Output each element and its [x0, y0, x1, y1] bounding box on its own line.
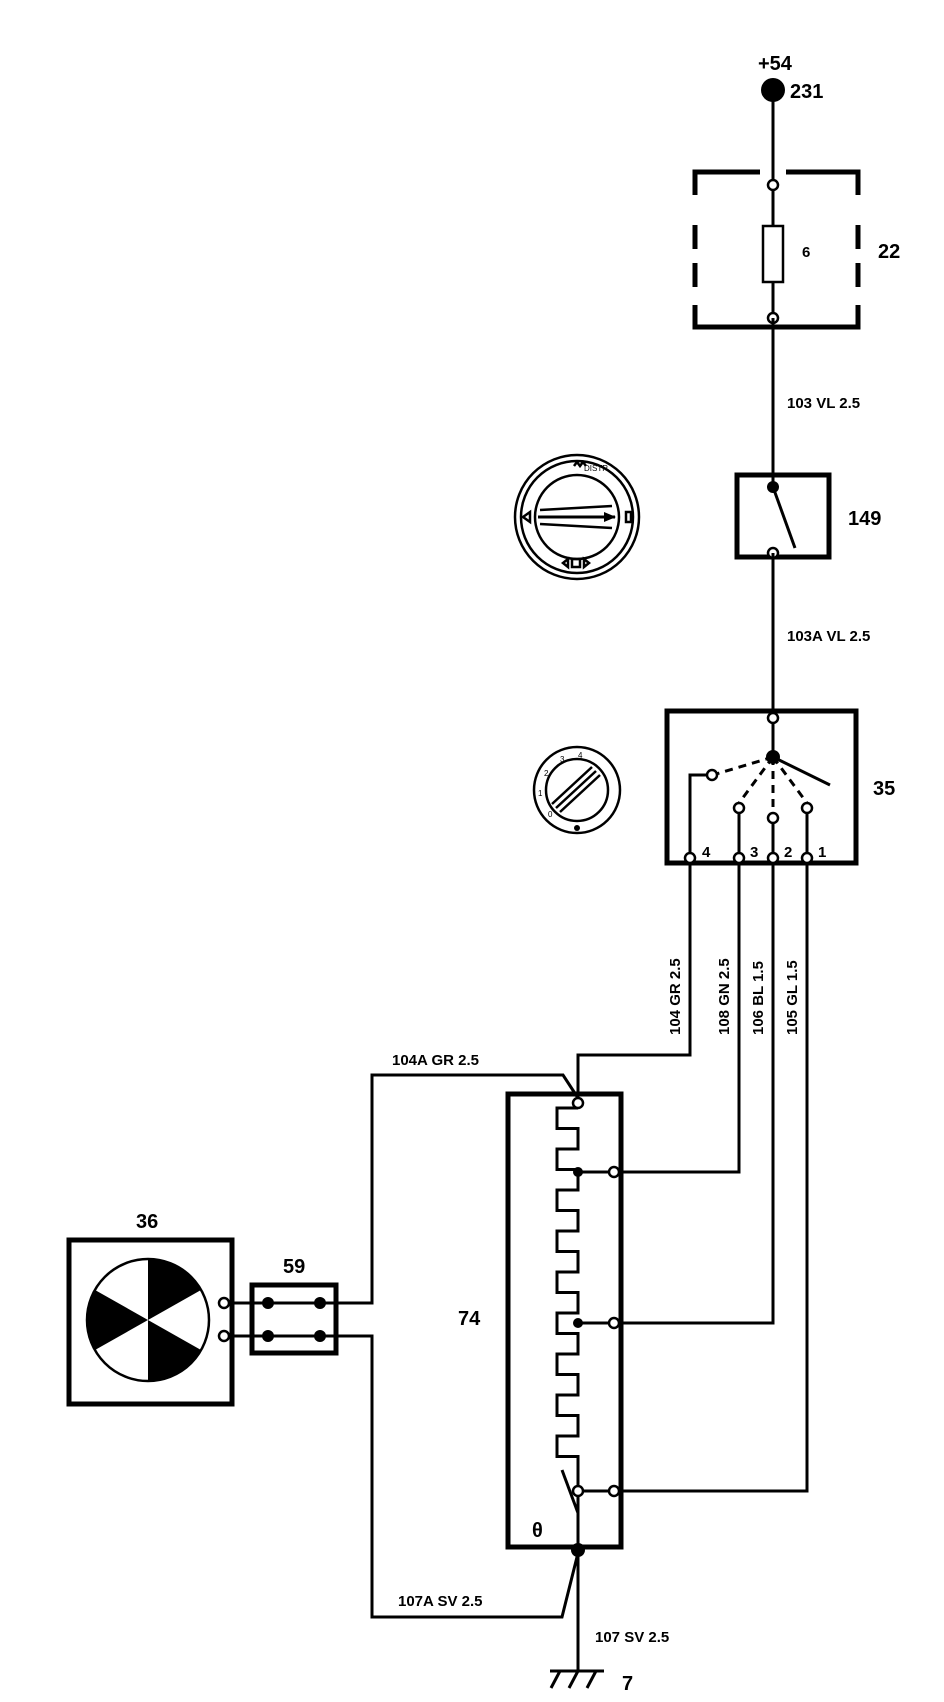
wire-103-label: 103 VL 2.5	[787, 395, 860, 412]
connector-59: 59	[229, 1256, 339, 1356]
fuse-box-label: 22	[878, 241, 900, 263]
wire-107a-label: 107A SV 2.5	[398, 1593, 483, 1610]
fan-motor-label: 36	[136, 1211, 158, 1233]
fuse-element	[761, 224, 785, 284]
wire-104a	[338, 1073, 580, 1305]
wire-105	[620, 863, 809, 1493]
switch-pos-4: 4	[702, 844, 711, 861]
supply-voltage-label: +54	[758, 53, 793, 75]
fan-scale-0: 0	[548, 810, 553, 819]
distribution-dial-icon: DISTR	[513, 453, 641, 581]
fan-scale-3: 3	[560, 755, 565, 764]
distr-label: DISTR	[584, 464, 608, 473]
wire-104a-label: 104A GR 2.5	[392, 1052, 479, 1069]
thermo-symbol: θ	[532, 1520, 543, 1542]
supply-terminal: +54 231	[758, 53, 823, 103]
resistor-label: 74	[458, 1308, 481, 1330]
resistor-74: θ 74	[458, 1091, 624, 1557]
wire-104	[576, 863, 692, 1098]
fan-scale-2: 2	[544, 769, 549, 778]
supply-node-label: 231	[790, 81, 823, 103]
ground-symbol: 7	[549, 1669, 633, 1695]
switch-pos-2: 2	[784, 844, 792, 861]
wire-107a	[338, 1334, 580, 1619]
resistor-coil	[555, 1106, 580, 1486]
switch-149-label: 149	[848, 508, 881, 530]
fuse-number-label: 6	[802, 244, 810, 261]
ground-label: 7	[622, 1673, 633, 1695]
switch-149: 149	[734, 472, 881, 560]
wire-105-label: 105 GL 1.5	[784, 960, 801, 1035]
fan-scale-4: 4	[578, 751, 583, 760]
fuse-terminal-top	[766, 178, 780, 192]
switch-pos-1: 1	[818, 844, 826, 861]
fan-motor-36: 36	[66, 1211, 235, 1407]
wire-104-label: 104 GR 2.5	[667, 958, 684, 1035]
connector-label: 59	[283, 1256, 305, 1278]
fuse-box-22: 6 22	[692, 169, 900, 330]
fan-scale-1: 1	[538, 789, 543, 798]
wire-106-label: 106 BL 1.5	[750, 961, 767, 1035]
switch-pos-3: 3	[750, 844, 758, 861]
fan-switch-label: 35	[873, 778, 895, 800]
wire-108-label: 108 GN 2.5	[716, 958, 733, 1035]
fan-switch-35: 4 3 2 1 35	[664, 708, 895, 866]
wire-107-label: 107 SV 2.5	[595, 1629, 669, 1646]
wire-103a-label: 103A VL 2.5	[787, 628, 870, 645]
wire-106	[620, 863, 775, 1325]
wire-108	[620, 863, 741, 1174]
fan-speed-dial-icon: 0 1 2 3 4	[532, 745, 622, 835]
